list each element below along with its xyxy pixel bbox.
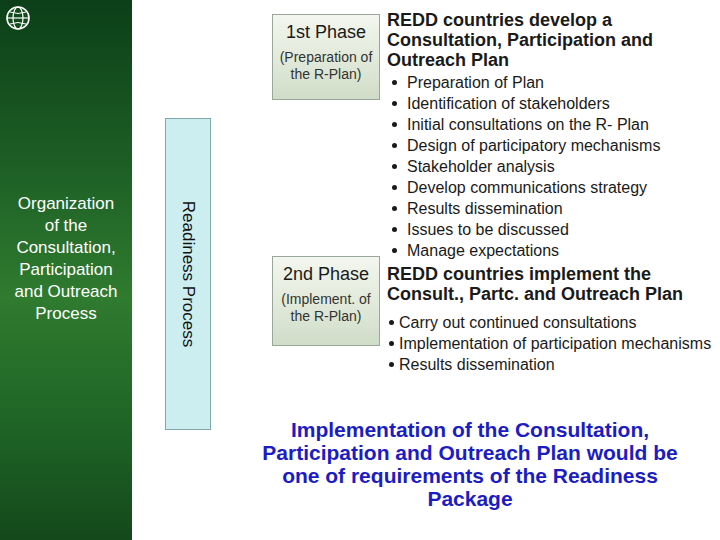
bullet-dot: [392, 122, 397, 127]
bullet-text: Design of participatory mechanisms: [407, 137, 660, 154]
bullet-row: Develop communications strategy: [387, 177, 717, 198]
green-side-band: Organization of the Consultation, Partic…: [0, 0, 132, 540]
bullet-dot: [392, 248, 397, 253]
bullet-text: Develop communications strategy: [407, 179, 647, 196]
bullet-text: Carry out continued consultations: [399, 314, 636, 331]
bullet-row: Preparation of Plan: [387, 72, 717, 93]
node-title: 2nd Phase: [279, 263, 373, 285]
bullet-text: Results dissemination: [407, 200, 563, 217]
bullet-row: Identification of stakeholders: [387, 93, 717, 114]
bullet-dot: [392, 227, 397, 232]
bullet-row: Stakeholder analysis: [387, 156, 717, 177]
requirement-note: Implementation of the Consultation, Part…: [250, 418, 690, 510]
bullet-dot: [392, 164, 397, 169]
node-title: Organization of the Consultation, Partic…: [10, 193, 122, 325]
bullet-text: Stakeholder analysis: [407, 158, 555, 175]
bullet-row: Results dissemination: [387, 198, 717, 219]
bank-logo: [4, 4, 32, 32]
text-column: REDD countries develop a Consultation, P…: [387, 10, 717, 375]
bullet-row: Results dissemination: [387, 354, 717, 375]
bullet-row: Implementation of participation mechanis…: [387, 333, 717, 354]
readiness-bar: Readiness Process: [165, 118, 211, 430]
bullet-text: Manage expectations: [407, 242, 559, 259]
bullet-text: Implementation of participation mechanis…: [399, 335, 711, 352]
bullet-dot: [392, 143, 397, 148]
bullet-row: Initial consultations on the R- Plan: [387, 114, 717, 135]
phase-box: 1st Phase (Preparation of the R-Plan): [272, 14, 380, 100]
node-title: Readiness Process: [178, 201, 198, 347]
bullet-text: Initial consultations on the R- Plan: [407, 116, 649, 133]
section-heading: REDD countries develop a Consultation, P…: [387, 10, 717, 70]
bullet-text: Results dissemination: [399, 356, 555, 373]
bullet-dot: [392, 80, 397, 85]
bullet-dot: [392, 101, 397, 106]
node-subtitle: (Preparation of the R-Plan): [279, 49, 373, 83]
bullet-text: Identification of stakeholders: [407, 95, 610, 112]
bullet-dot: [392, 206, 397, 211]
bullet-dot: [392, 185, 397, 190]
node-title: 1st Phase: [279, 21, 373, 43]
bullet-row: Manage expectations: [387, 240, 717, 261]
bullet-dot: [389, 320, 394, 325]
phase-box: 2nd Phase (Implement. of the R-Plan): [272, 256, 380, 346]
node-subtitle: (Implement. of the R-Plan): [279, 291, 373, 325]
section-heading: REDD countries implement the Consult., P…: [387, 264, 717, 304]
bullet-text: Preparation of Plan: [407, 74, 544, 91]
bullet-dot: [389, 341, 394, 346]
bullet-row: Issues to be discussed: [387, 219, 717, 240]
bullet-row: Carry out continued consultations: [387, 312, 717, 333]
bullet-dot: [389, 362, 394, 367]
bullet-row: Design of participatory mechanisms: [387, 135, 717, 156]
bullet-text: Issues to be discussed: [407, 221, 569, 238]
